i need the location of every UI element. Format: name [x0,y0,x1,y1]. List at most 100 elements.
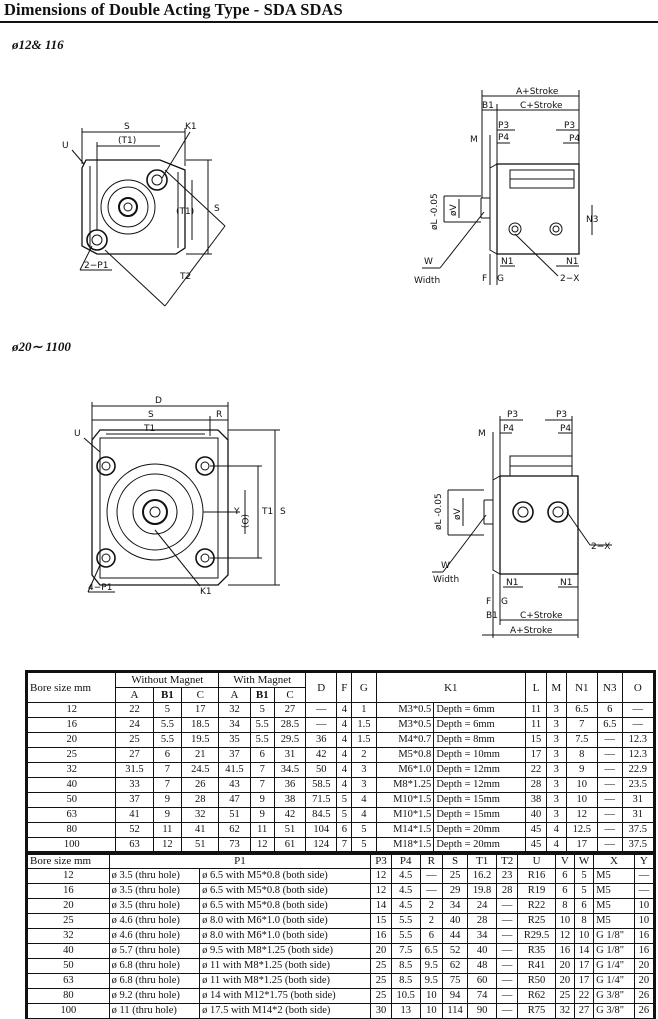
table-cell: — [496,958,519,974]
table-header-cell: Bore size mm [26,672,117,703]
table-header-cell: R [419,853,444,869]
table-cell: 28 [467,913,498,929]
table-cell: Depth = 20mm [433,822,527,838]
table-cell: 12 [152,837,183,853]
table-cell: 26 [633,1003,655,1019]
table-cell: 14 [573,943,595,959]
table-header-cell: A [218,687,251,703]
table-cell: Depth = 12mm [433,762,527,778]
table-cell: 42 [305,747,338,763]
dim-p3-b-label: P3 [507,410,518,420]
table-cell: ø 4.6 (thru hole) [108,928,201,944]
table-cell: 5 [336,807,353,823]
dim-v-b-label: øV [453,507,463,520]
table-cell: 1.5 [351,732,377,748]
dim-t1-label: (T1) [118,136,136,146]
table-cell: R35 [517,943,556,959]
table-cell: 4 [351,807,377,823]
table-cell: 12 [565,807,598,823]
table-cell: 25 [370,958,392,974]
table-cell: ø 6.8 (thru hole) [108,973,201,989]
table-cell: 32 [26,762,117,778]
table-cell: 9.5 [419,958,444,974]
table-cell: 7 [249,762,275,778]
table-header-cell: P3 [370,853,392,869]
dim-f-b-label: F [486,597,491,607]
table-cell: 3 [545,777,567,793]
table-cell: 35 [218,732,251,748]
table-cell: M3*0.5 [375,702,435,718]
table-cell: M5 [593,868,635,884]
dim-width-label: Width [414,276,440,286]
table-cell: — [633,883,655,899]
table-cell: 17 [525,747,547,763]
dim-n1-b-right-label: N1 [560,578,572,588]
table-cell: 73 [218,837,251,853]
table-cell: 7 [152,777,183,793]
table-cell: 20 [554,958,575,974]
table-cell: 16 [633,928,655,944]
table-cell: 24 [115,717,154,733]
table-cell: 24 [467,898,498,914]
table-cell: 22 [115,702,154,718]
table-cell: 100 [26,837,117,853]
table-cell: M18*1.5 [375,837,435,853]
table-cell: 10 [633,913,655,929]
table-header-cell: B1 [249,687,275,703]
table-cell: 20 [633,973,655,989]
table-header-cell: Without Magnet [115,672,220,688]
table-cell: R50 [517,973,556,989]
table-cell: M4*0.7 [375,732,435,748]
dim-t2-label: T2 [179,272,191,282]
table-cell: 48 [467,958,498,974]
table-cell: 42 [273,807,307,823]
table-cell: 8 [554,898,575,914]
table-cell: 3 [545,747,567,763]
table-cell: — [496,988,519,1004]
dim-w-label: W [424,257,433,267]
table-cell: 84.5 [305,807,338,823]
table-cell: 11 [525,702,547,718]
dimension-table-2: Bore size mm P1 P3 P4 R S T1 T2 U V W X … [25,851,656,1019]
table-header-cell: Y [633,853,655,869]
table-header-cell: N3 [596,672,623,703]
table-cell: ø 5.7 (thru hole) [108,943,201,959]
dim-p3-left-label: P3 [498,121,509,131]
table-cell: 5 [573,883,595,899]
table-cell: ø 3.5 (thru hole) [108,898,201,914]
table-cell: 4.5 [390,898,421,914]
dimension-table-1: Bore size mm Without Magnet With Magnet … [25,670,656,855]
table-cell: — [596,822,623,838]
table-cell: 12 [27,868,110,884]
table-header-cell: M [545,672,567,703]
table-cell: 8 [565,747,598,763]
table-cell: 10 [565,777,598,793]
dim-s2-vert-label: S [280,507,286,517]
table-cell: 32 [554,1003,575,1019]
table-cell: G 1/4" [593,973,635,989]
table-cell: M5 [593,913,635,929]
dim-2x-label: 2−X [560,274,579,284]
table-cell: 4 [336,762,353,778]
table-cell: 37.5 [621,822,655,838]
table-cell: G 1/8" [593,928,635,944]
table-cell: 50 [26,792,117,808]
table-cell: 38 [273,792,307,808]
table-cell: Depth = 15mm [433,807,527,823]
dim-o-label: (O) [239,514,249,528]
table-cell: 44 [441,928,469,944]
table-cell: 37 [115,792,154,808]
table-cell: 3 [545,807,567,823]
table-header-cell: F [336,672,353,703]
title-rule [0,21,658,23]
table-cell: G 1/8" [593,943,635,959]
